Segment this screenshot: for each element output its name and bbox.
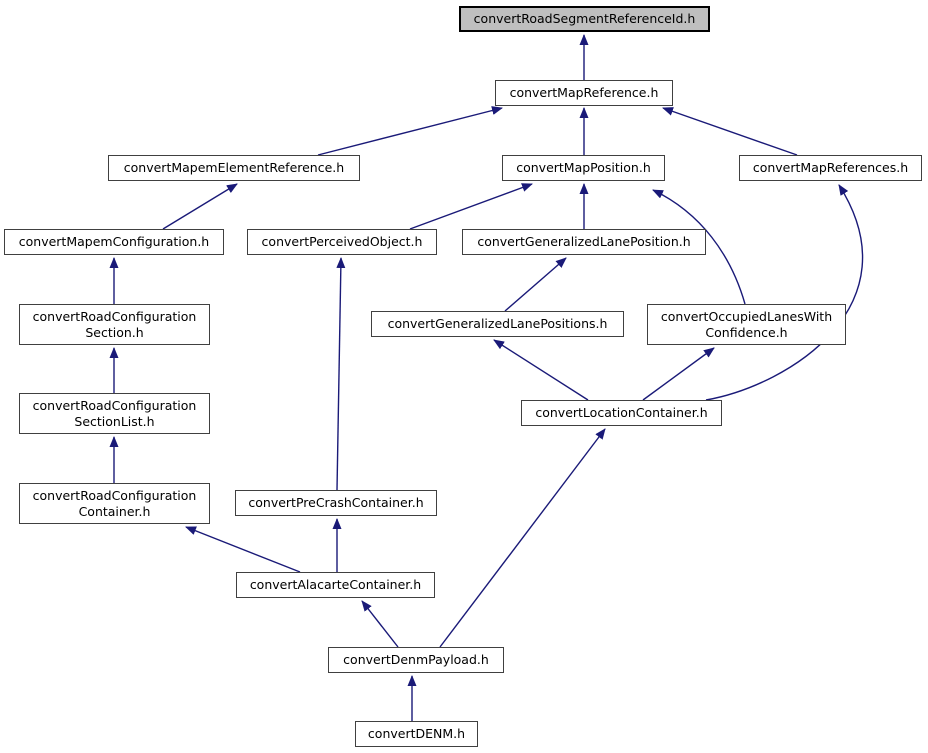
node-loc[interactable]: convertLocationContainer.h	[521, 400, 722, 426]
node-mrefs[interactable]: convertMapReferences.h	[739, 155, 922, 181]
node-dpl[interactable]: convertDenmPayload.h	[328, 647, 504, 673]
node-pobj[interactable]: convertPerceivedObject.h	[247, 229, 437, 255]
edge-pobj-mpos	[409, 183, 533, 230]
edge-glps-glp	[504, 257, 567, 312]
node-mref[interactable]: convertMapReference.h	[495, 80, 673, 106]
edge-alc-rcc	[185, 526, 301, 573]
edge-dpl-loc	[439, 428, 606, 648]
edge-loc-mrefs	[705, 184, 864, 401]
node-alc[interactable]: convertAlacarteContainer.h	[236, 572, 435, 598]
edge-olwc-mpos	[652, 189, 746, 305]
node-mconf[interactable]: convertMapemConfiguration.h	[4, 229, 224, 255]
edge-dpl-alc	[361, 600, 399, 648]
edge-loc-glps	[493, 339, 589, 401]
edge-mrefs-mref	[662, 107, 798, 156]
node-rcc[interactable]: convertRoadConfiguration Container.h	[19, 483, 210, 524]
node-glp[interactable]: convertGeneralizedLanePosition.h	[462, 229, 706, 255]
edge-meref-mref	[317, 106, 503, 156]
node-glps[interactable]: convertGeneralizedLanePositions.h	[371, 311, 624, 337]
node-pcc[interactable]: convertPreCrashContainer.h	[235, 490, 437, 516]
node-rcsl[interactable]: convertRoadConfiguration SectionList.h	[19, 393, 210, 434]
node-meref[interactable]: convertMapemElementReference.h	[108, 155, 360, 181]
node-denm[interactable]: convertDENM.h	[355, 721, 478, 747]
node-olwc[interactable]: convertOccupiedLanesWith Confidence.h	[647, 304, 846, 345]
edge-mconf-meref	[162, 183, 238, 230]
node-rcs[interactable]: convertRoadConfiguration Section.h	[19, 304, 210, 345]
node-mpos[interactable]: convertMapPosition.h	[502, 155, 665, 181]
edge-pcc-pobj	[336, 257, 346, 491]
edge-loc-olwc	[642, 347, 715, 401]
node-rsr: convertRoadSegmentReferenceId.h	[459, 6, 710, 32]
